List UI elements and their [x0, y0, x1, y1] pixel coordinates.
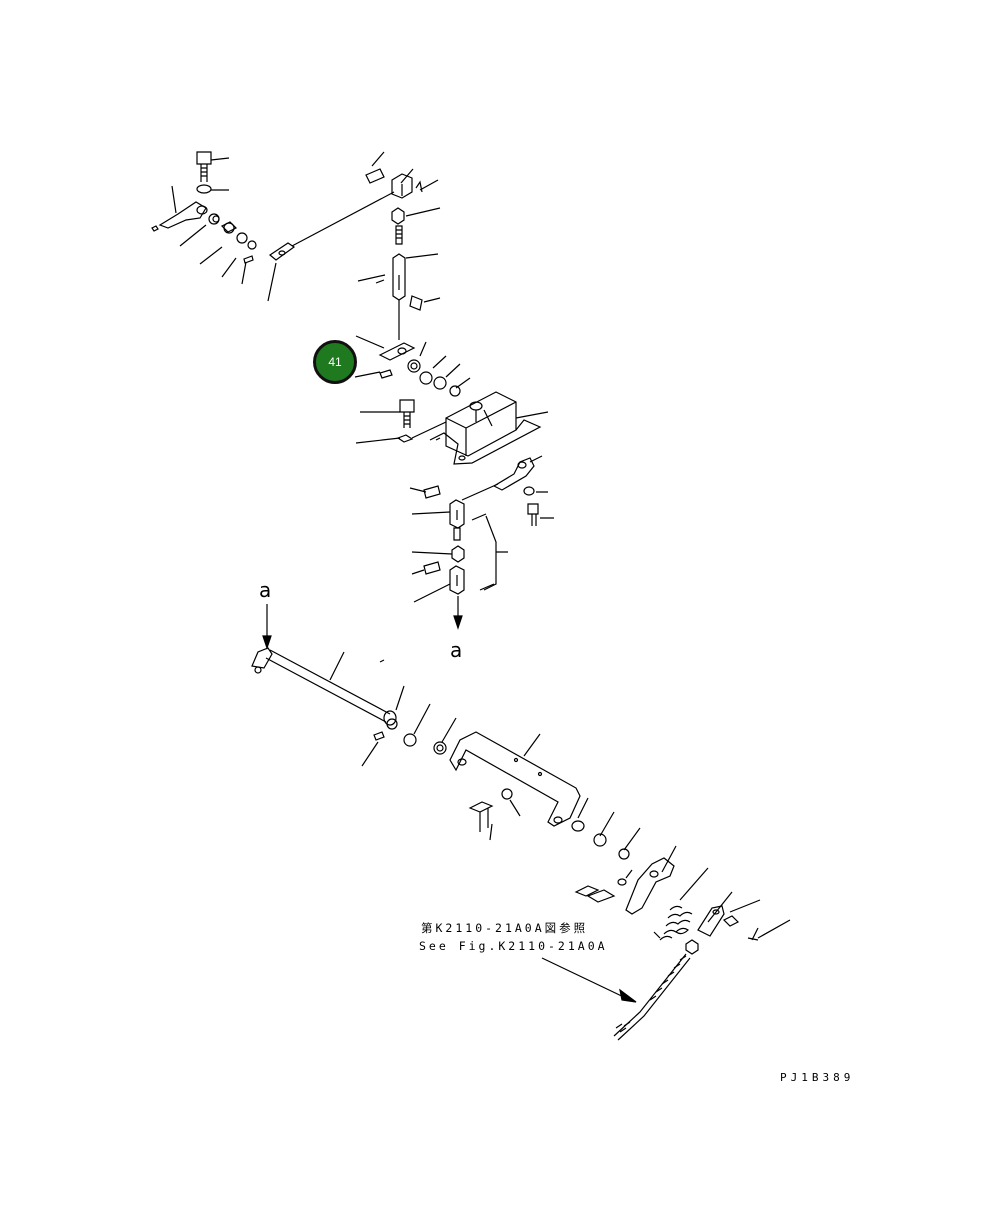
spring-group: [542, 846, 790, 1040]
mounting-bracket: [450, 732, 580, 826]
actuator-box: [446, 392, 516, 456]
spring-lever: [626, 858, 674, 914]
link-end: [270, 243, 294, 260]
lower-clevis-group: [410, 484, 508, 628]
cross-shaft-group: [252, 604, 456, 766]
view-label-a-bottom: a: [450, 638, 463, 662]
shaft-arm: [252, 648, 272, 668]
reference-note-jp: 第K2110-21A0A図参照: [421, 921, 589, 935]
upper-lever-group: [152, 152, 394, 301]
lever-arm: [160, 202, 206, 228]
bracket-group: [450, 732, 640, 859]
drawing-code: PJ1B389: [780, 1071, 855, 1084]
actuator-group: [355, 336, 554, 526]
view-label-a-top: a: [259, 578, 272, 602]
rod-end: [393, 254, 405, 300]
callout-badge-41[interactable]: 41: [313, 340, 357, 384]
reference-note-en: See Fig.K2110-21A0A: [419, 939, 608, 953]
output-arm: [494, 458, 534, 490]
bolt-head: [197, 152, 211, 164]
clevis: [392, 174, 412, 198]
return-spring: [654, 906, 692, 940]
upper-clevis-group: [358, 152, 440, 340]
bell-crank: [380, 343, 414, 360]
